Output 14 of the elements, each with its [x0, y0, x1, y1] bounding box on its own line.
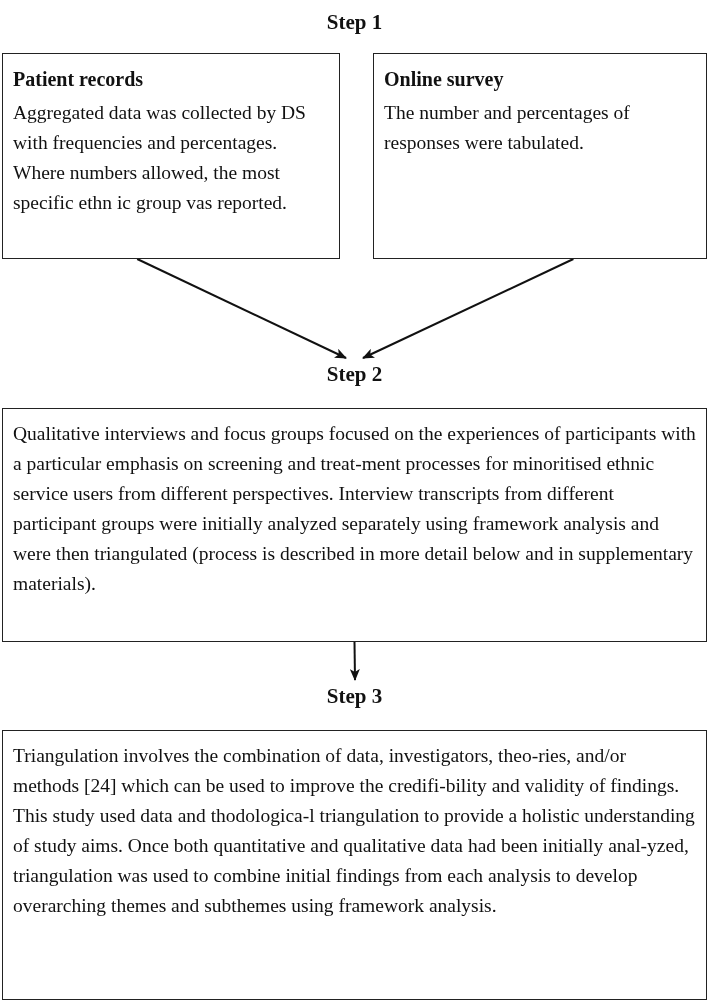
step-heading: Step 2 — [325, 361, 384, 388]
process-box — [373, 53, 707, 259]
step-heading: Step 1 — [325, 9, 384, 36]
arrow — [136, 258, 347, 359]
box-text: Qualitative interviews and focus groups focused on the experiences of participants with a particular emphasis on screening and treat-ment processes for minoritised ethnic service users from different perspectives. Interview transcripts from different participant groups were initially analyzed separately using framework analysis and were then triangulated (process is described in more detail below and in supplementary materials). — [13, 422, 696, 596]
arrow — [349, 641, 360, 681]
box-text: The number and percentages of responses were tabulated. — [384, 101, 631, 155]
process-box — [2, 53, 340, 259]
box-text: Aggregated data was collected by DS with frequencies and percentages. Where numbers allowed, the most specific ethn ic group vas reported. — [13, 101, 307, 215]
box-heading: Online survey — [384, 67, 505, 92]
box-heading: Patient records — [13, 67, 145, 92]
arrow — [362, 258, 575, 359]
step-heading: Step 3 — [325, 683, 384, 710]
box-text: Triangulation involves the combination of data, investigators, theo-ries, and/or methods [24] which can be used to improve the credifi-bility and validity of findings. This study used data and thodologica-l triangulation to provide a holistic understanding of study aims. Once both quantitative and qualitative data had been initially anal-yzed, triangulation was used to combine initial findings from each analysis to develop overarching themes and subthemes using framework analysis. — [13, 744, 696, 918]
